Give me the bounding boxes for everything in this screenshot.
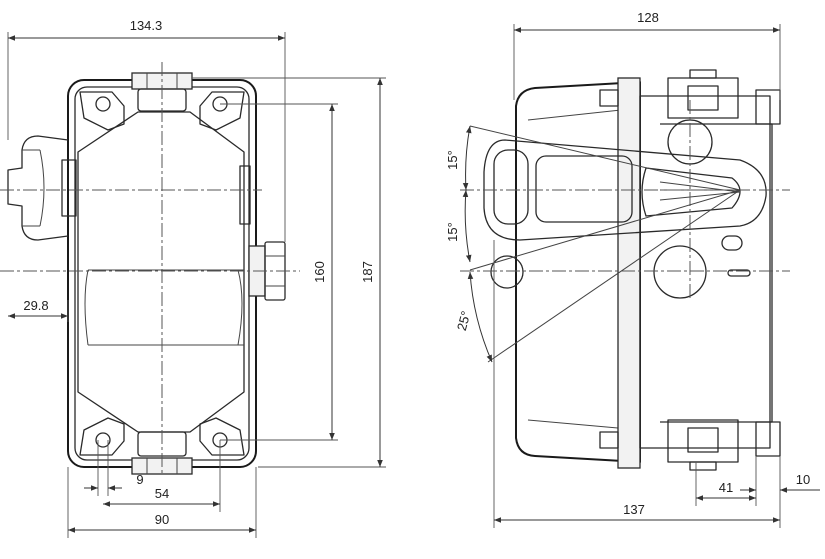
- dim-10: 10: [796, 472, 810, 487]
- dim-41: 41: [719, 480, 733, 495]
- dim-90: 90: [155, 512, 169, 527]
- angle-15-mid: 15°: [445, 222, 460, 242]
- inner-window: [77, 111, 245, 433]
- dim-160: 160: [312, 261, 327, 283]
- pivot-bottom: [653, 245, 707, 299]
- side-bottom-clamp: [667, 419, 739, 463]
- dim-54: 54: [155, 486, 169, 501]
- front-view: 134.3 29.8 160 187 9 54 90: [0, 18, 386, 538]
- side-view: 15° 15° 25° 128 137 41 10: [445, 10, 820, 528]
- angle-15-top: 15°: [445, 150, 460, 170]
- side-body-front: [515, 81, 641, 463]
- angle-25: 25°: [454, 309, 474, 332]
- dim-128: 128: [637, 10, 659, 25]
- cable-gland-right: [239, 165, 286, 301]
- dim-29-8: 29.8: [23, 298, 48, 313]
- dim-134-3: 134.3: [130, 18, 163, 33]
- dim-9: 9: [136, 472, 143, 487]
- side-flange: [617, 77, 641, 469]
- mounting-hole-br: [199, 417, 245, 456]
- side-base: [639, 95, 771, 449]
- dim-137: 137: [623, 502, 645, 517]
- cable-gland-left: [7, 135, 77, 241]
- dim-187: 187: [360, 261, 375, 283]
- lever-handle: [483, 139, 767, 241]
- side-top-clamp: [667, 77, 739, 119]
- mounting-hole-bl: [79, 417, 125, 456]
- mounting-hole-tl: [79, 91, 125, 131]
